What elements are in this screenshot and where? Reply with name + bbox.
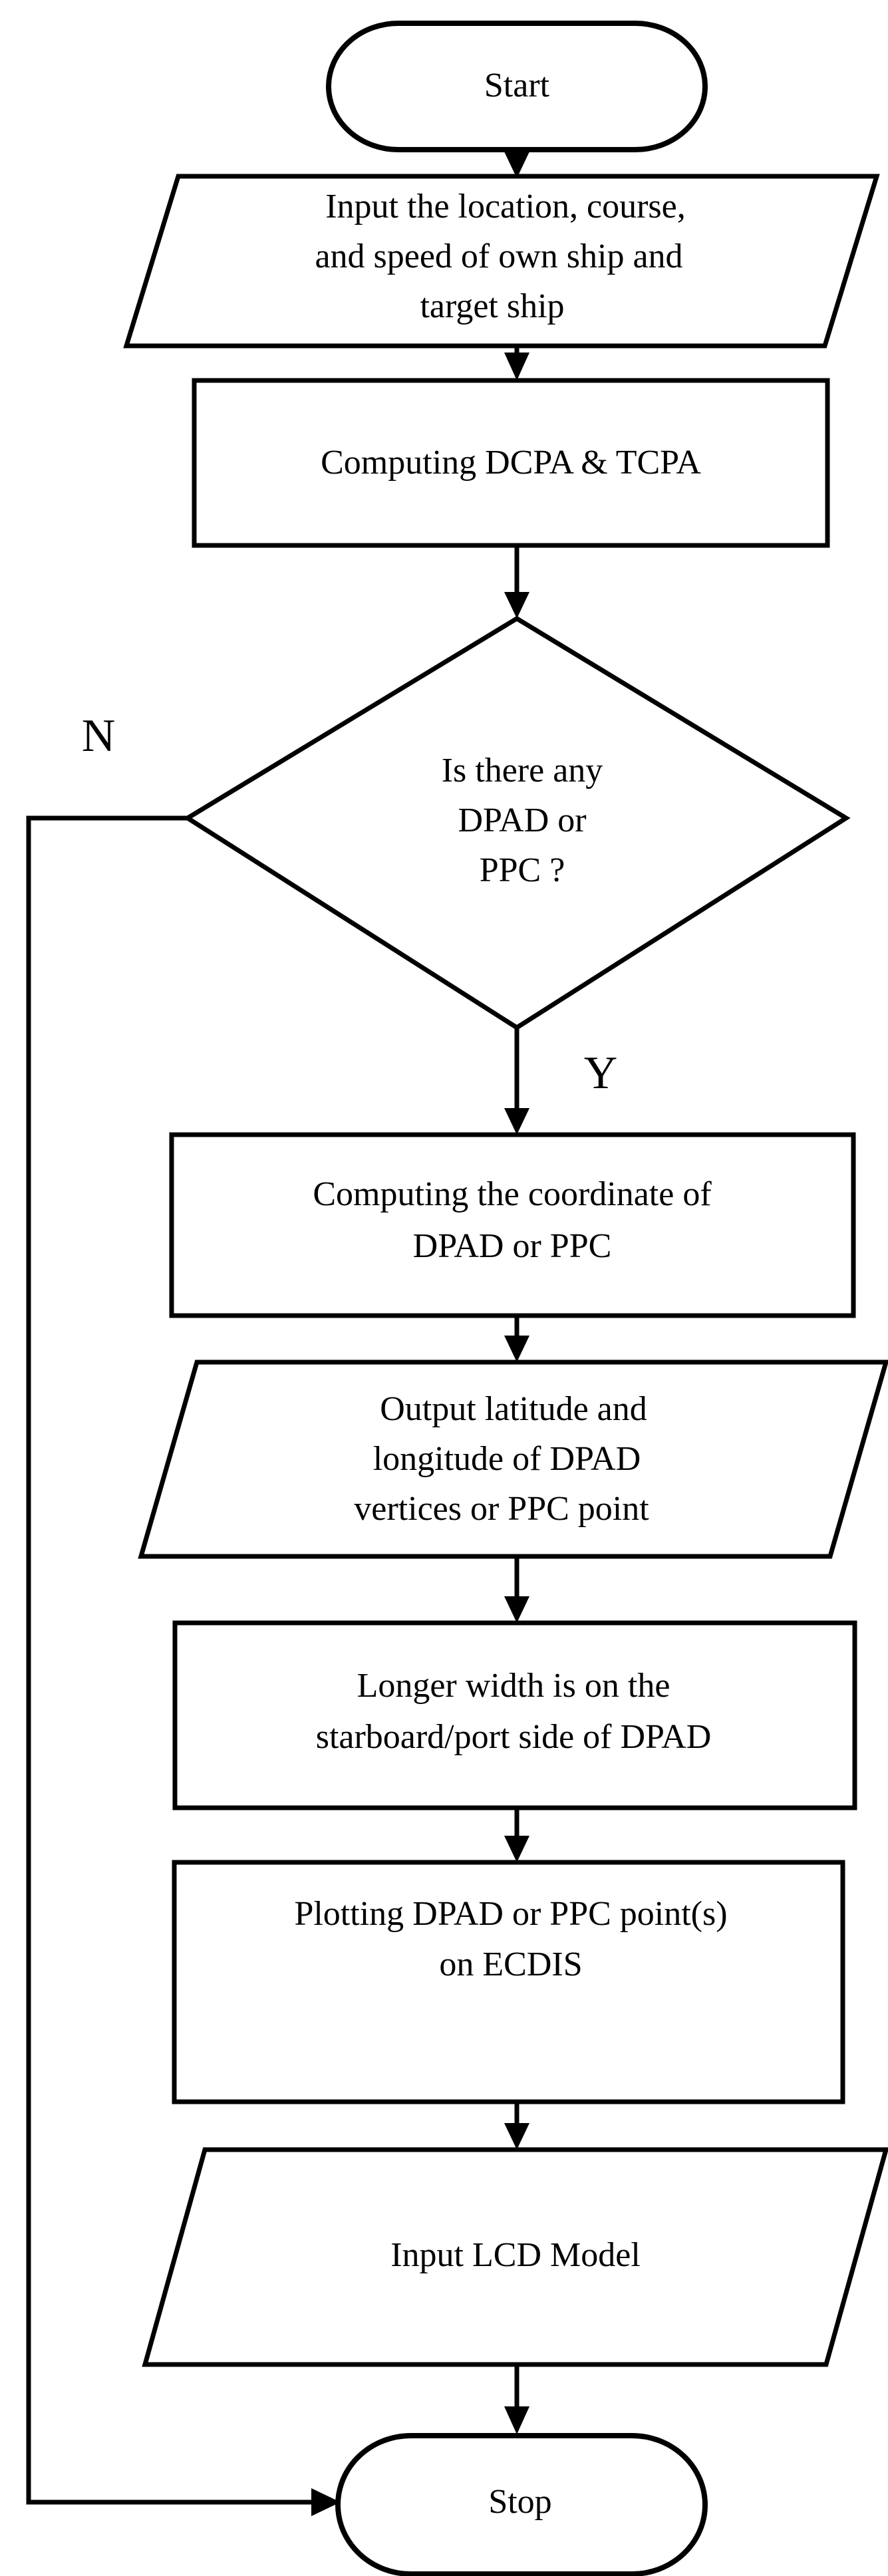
node-stop[interactable]: Stop: [335, 2433, 708, 2576]
branch-label-no: N: [82, 710, 116, 762]
compute-coordinate-line1: Computing the coordinate of: [313, 1175, 712, 1213]
node-input-ship-data[interactable]: Input the location, course, and speed of…: [123, 174, 880, 349]
edge-dcpa-to-decision: [504, 545, 529, 619]
input-ship-data-line3: target ship: [420, 287, 564, 325]
node-decision-dpad-ppc[interactable]: Is there any DPAD or PPC ?: [183, 615, 851, 1031]
arrowhead-icon: [504, 2406, 529, 2434]
arrowhead-icon: [504, 1336, 529, 1362]
plotting-ecdis-line1: Plotting DPAD or PPC point(s): [294, 1895, 727, 1933]
edge-output-to-longer-width: [504, 1556, 529, 1623]
node-plotting-ecdis[interactable]: Plotting DPAD or PPC point(s) on ECDIS: [172, 1860, 845, 2104]
output-latlon-line3: vertices or PPC point: [354, 1490, 649, 1528]
input-ship-data-parallelogram: [123, 174, 880, 349]
decision-line3: PPC ?: [480, 851, 565, 889]
compute-dcpa-tcpa-rect: [192, 378, 830, 548]
node-output-latlon[interactable]: Output latitude and longitude of DPAD ve…: [138, 1360, 888, 1559]
edge-compute-coordinate-to-output: [504, 1316, 529, 1362]
output-latlon-line1: Output latitude and: [380, 1390, 647, 1428]
decision-line1: Is there any: [442, 752, 603, 789]
input-lcd-model-label: Input LCD Model: [390, 2236, 641, 2274]
arrowhead-icon: [504, 1596, 529, 1623]
compute-coordinate-line2: DPAD or PPC: [413, 1227, 612, 1265]
output-latlon-parallelogram: [138, 1360, 888, 1559]
plotting-ecdis-line2: on ECDIS: [439, 1945, 582, 1983]
decision-line2: DPAD or: [458, 801, 586, 839]
longer-width-line2: starboard/port side of DPAD: [316, 1718, 712, 1756]
input-lcd-model-parallelogram: [142, 2147, 888, 2367]
stop-terminator-shape: [335, 2433, 708, 2576]
edge-decision-yes-to-compute-coordinate: [504, 1028, 529, 1135]
start-label: Start: [484, 67, 550, 104]
node-start[interactable]: Start: [326, 21, 708, 152]
edge-decision-no-to-stop: [26, 815, 341, 2516]
node-longer-width[interactable]: Longer width is on the starboard/port si…: [172, 1620, 857, 1810]
arrowhead-icon: [311, 2488, 341, 2516]
edge-start-to-input: [504, 150, 529, 178]
edge-longer-width-to-plotting: [504, 1808, 529, 1862]
arrowhead-icon: [504, 2123, 529, 2150]
edge-line-no-branch: [26, 815, 319, 2505]
compute-coordinate-rect: [169, 1132, 856, 1318]
arrowhead-icon: [504, 592, 529, 619]
arrowhead-icon: [504, 1836, 529, 1862]
stop-label: Stop: [488, 2483, 551, 2521]
edge-plotting-to-input-lcd: [504, 2102, 529, 2150]
compute-dcpa-tcpa-label: Computing DCPA & TCPA: [321, 444, 701, 482]
node-compute-coordinate[interactable]: Computing the coordinate of DPAD or PPC: [169, 1132, 856, 1318]
arrowhead-icon: [504, 152, 529, 178]
output-latlon-line2: longitude of DPAD: [373, 1440, 641, 1478]
input-ship-data-line1: Input the location, course,: [325, 188, 686, 225]
node-compute-dcpa-tcpa[interactable]: Computing DCPA & TCPA: [192, 378, 830, 548]
longer-width-rect: [172, 1620, 857, 1810]
input-ship-data-line2: and speed of own ship and: [315, 237, 682, 275]
arrowhead-icon: [504, 1108, 529, 1135]
node-input-lcd-model[interactable]: Input LCD Model: [142, 2147, 888, 2367]
edge-input-to-dcpa: [504, 346, 529, 380]
edge-input-lcd-to-stop: [504, 2364, 529, 2434]
longer-width-line1: Longer width is on the: [357, 1667, 670, 1705]
branch-label-yes: Y: [584, 1048, 618, 1099]
arrowhead-icon: [504, 353, 529, 380]
plotting-ecdis-rect: [172, 1860, 845, 2104]
